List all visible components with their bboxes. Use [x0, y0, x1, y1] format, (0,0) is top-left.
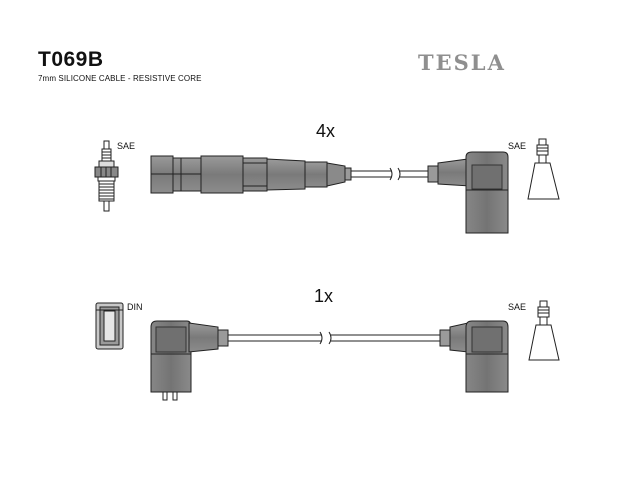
ignition-wire-top	[351, 167, 428, 181]
distributor-end-label-top: SAE	[508, 141, 527, 151]
cable-quantity-bottom: 1x	[314, 286, 334, 306]
cable-quantity-top: 4x	[316, 121, 336, 141]
spark-plug-icon	[94, 140, 119, 212]
din-terminal-icon	[95, 302, 124, 350]
angled-boot-top	[427, 151, 509, 234]
part-code: T069B	[38, 48, 104, 71]
distributor-terminal-top	[527, 138, 560, 200]
distributor-end-label-bottom: SAE	[508, 302, 527, 312]
straight-boot-top	[150, 155, 352, 194]
spark-plug-end-label: SAE	[117, 141, 136, 151]
angled-boot-bottom-right	[439, 320, 509, 393]
ignition-wire-bottom	[228, 331, 440, 345]
brand-logo: TESLA	[418, 50, 506, 75]
angled-boot-bottom-left	[150, 320, 229, 401]
cable-description: 7mm SILICONE CABLE - RESISTIVE CORE	[38, 74, 202, 83]
distributor-terminal-bottom	[528, 300, 560, 361]
din-end-label: DIN	[127, 302, 143, 312]
